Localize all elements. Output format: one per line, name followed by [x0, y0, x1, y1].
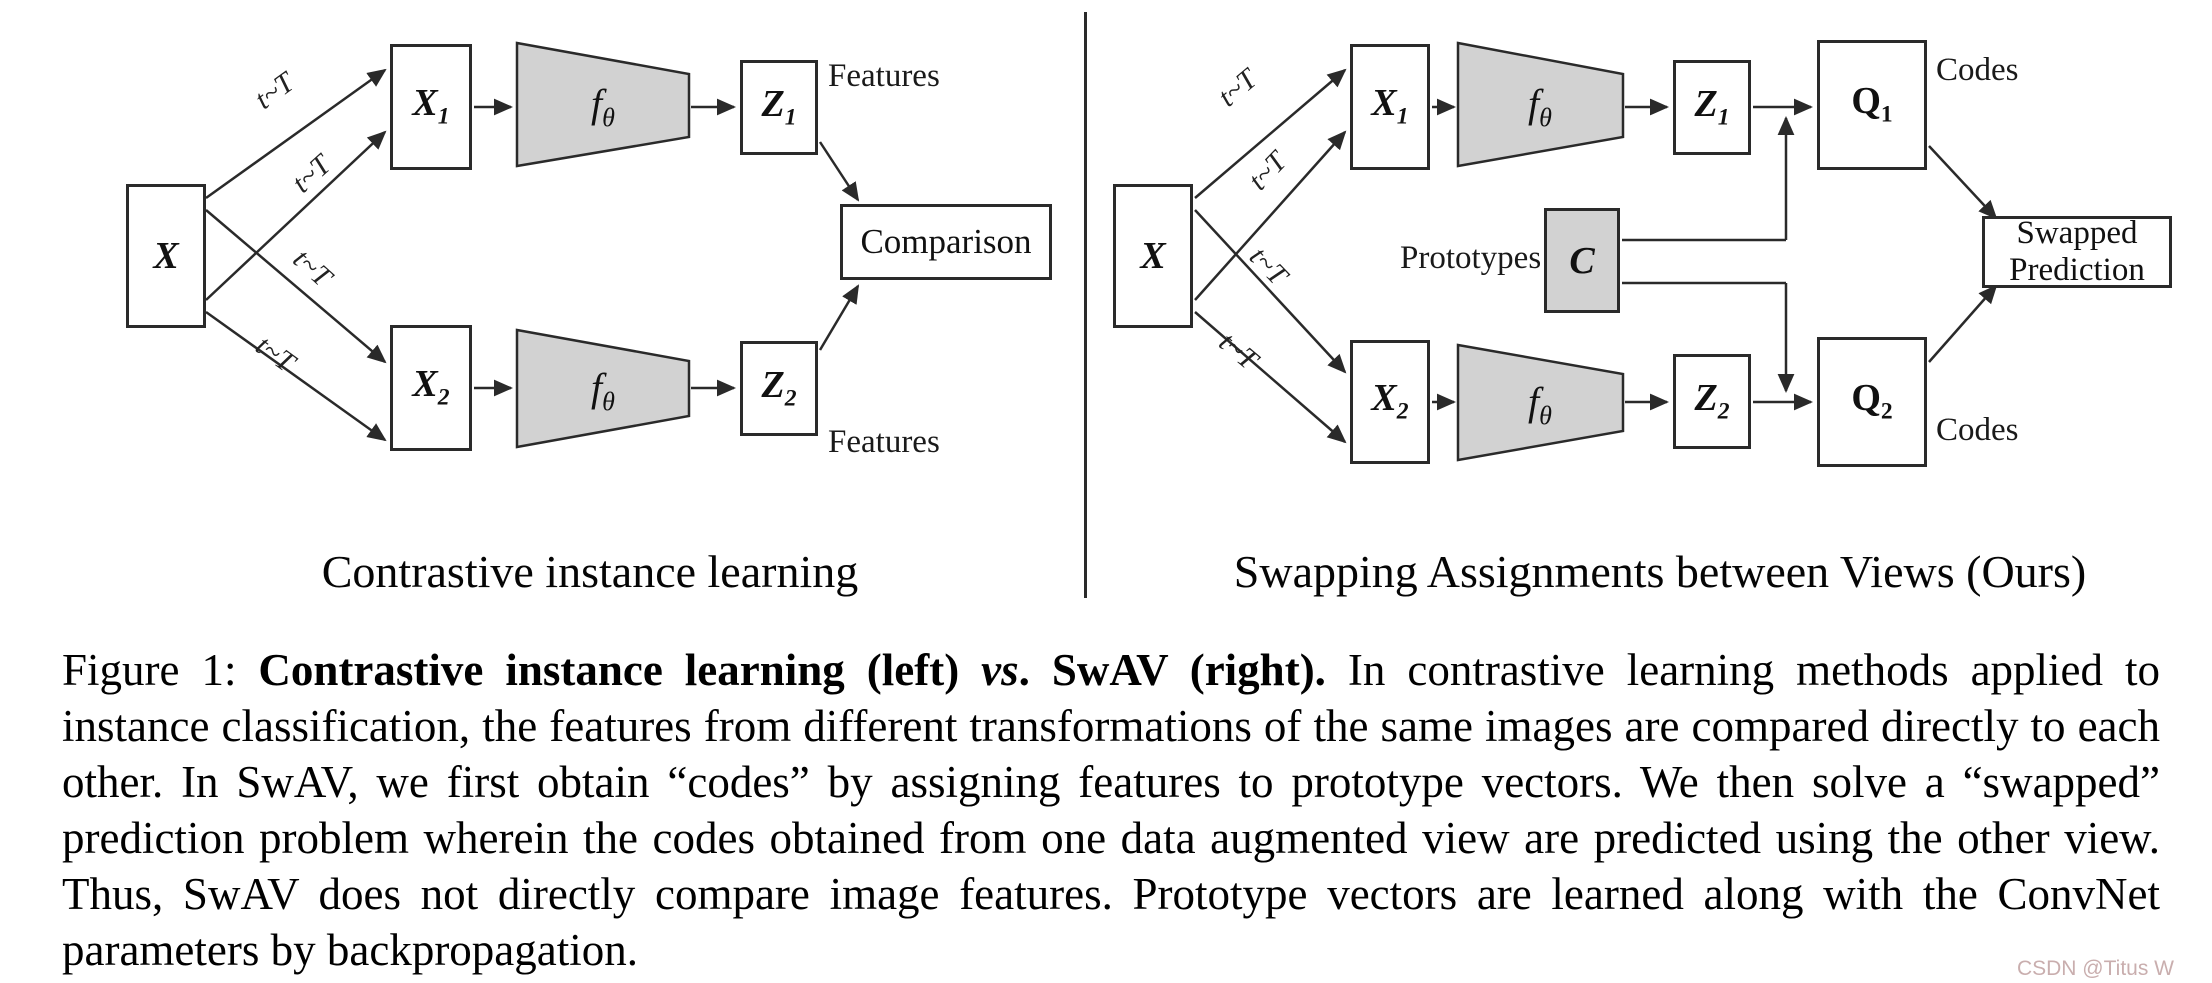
right-node-x2-label: X2	[1371, 377, 1409, 426]
left-node-x: X	[126, 184, 206, 328]
swapped-prediction-arrows	[1928, 145, 1998, 363]
codes-label-top: Codes	[1936, 52, 2019, 88]
caption-segment-body: In contrastive learning methods applied …	[62, 645, 2160, 975]
right-encoder-bottom-label: fθ	[1528, 379, 1552, 430]
right-node-q2: Q2	[1817, 337, 1927, 467]
right-node-x2: X2	[1350, 340, 1430, 464]
right-node-q2-label: Q2	[1851, 377, 1893, 426]
caption-segment-bold-left: Contrastive instance learning (left)	[258, 645, 982, 695]
comparison-label: Comparison	[860, 222, 1032, 261]
right-node-x1: X1	[1350, 44, 1430, 170]
right-node-x1-label: X1	[1371, 82, 1409, 131]
prototypes-c-box: C	[1544, 208, 1620, 313]
left-flow-arrows	[474, 98, 860, 397]
left-encoder-bottom-trapezoid	[515, 328, 691, 449]
right-flow-arrows	[1432, 98, 1813, 411]
right-encoder-top-label: fθ	[1528, 81, 1552, 132]
left-node-z1: Z1	[740, 60, 818, 155]
left-node-x1-label: X1	[412, 82, 450, 131]
left-node-x-label: X	[153, 235, 179, 277]
figure-caption: Figure 1: Contrastive instance learning …	[62, 642, 2160, 978]
left-fanout-arrows	[205, 68, 387, 442]
right-node-z1: Z1	[1673, 60, 1751, 155]
right-encoder-top-trapezoid	[1456, 41, 1625, 168]
left-node-x2-label: X2	[412, 363, 450, 412]
left-node-x2: X2	[390, 325, 472, 451]
left-node-x1: X1	[390, 44, 472, 170]
right-encoder-bottom-trapezoid	[1456, 343, 1625, 462]
features-label-top: Features	[828, 58, 940, 94]
right-node-q1-label: Q1	[1851, 80, 1893, 129]
right-node-x-label: X	[1140, 235, 1166, 277]
right-node-x: X	[1113, 184, 1193, 328]
caption-segment-prefix: Figure 1:	[62, 645, 259, 695]
swapped-prediction-box: Swapped Prediction	[1982, 215, 2172, 288]
diagram-divider	[1084, 12, 1087, 598]
right-node-z1-label: Z1	[1694, 82, 1730, 131]
right-diagram-caption: Swapping Assignments between Views (Ours…	[1233, 546, 2087, 597]
codes-label-bottom: Codes	[1936, 412, 2019, 448]
left-node-z1-label: Z1	[761, 82, 797, 131]
comparison-box: Comparison	[840, 204, 1052, 280]
right-fanout-arrows	[1194, 68, 1347, 444]
features-label-bottom: Features	[828, 424, 940, 460]
caption-segment-bold-right: . SwAV (right).	[1018, 645, 1326, 695]
left-node-z2: Z2	[740, 341, 818, 436]
right-node-z2-label: Z2	[1694, 376, 1730, 425]
prototype-connector-lines	[1622, 116, 1795, 393]
left-encoder-bottom-label: fθ	[591, 365, 615, 416]
right-node-z2: Z2	[1673, 354, 1751, 449]
right-node-q1: Q1	[1817, 40, 1927, 170]
diagram-arrows-layer	[205, 41, 1998, 462]
caption-segment-vs: vs	[981, 645, 1019, 695]
left-diagram-caption: Contrastive instance learning	[321, 546, 859, 597]
left-encoder-top-trapezoid	[515, 41, 691, 168]
watermark: CSDN @Titus W	[2016, 957, 2174, 980]
prototypes-c-label: C	[1569, 239, 1595, 282]
left-node-z2-label: Z2	[761, 363, 797, 412]
left-encoder-top-label: fθ	[591, 81, 615, 132]
prototypes-label: Prototypes	[1400, 240, 1542, 276]
swapped-prediction-label: Swapped Prediction	[2009, 215, 2145, 288]
